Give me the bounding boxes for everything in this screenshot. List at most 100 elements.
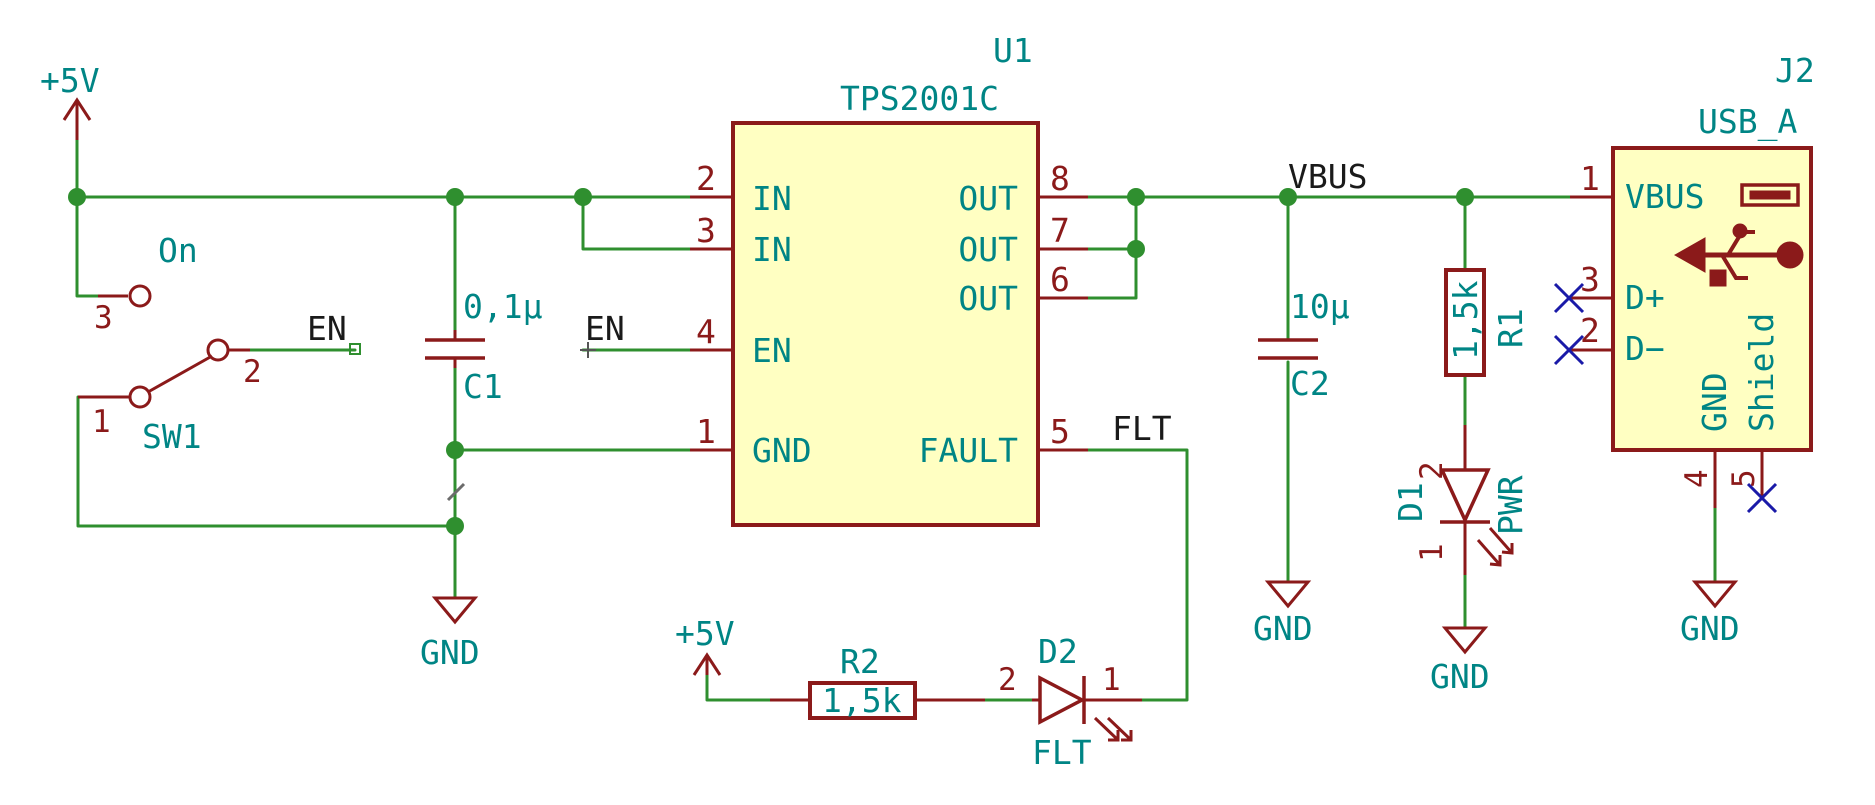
pin-number: 2 — [998, 662, 1017, 698]
wire-sw1-pin3 — [75, 195, 100, 298]
gnd-symbol-c2: GND — [1253, 580, 1313, 648]
pin-name: GND — [752, 431, 812, 470]
value-label: 10µ — [1290, 287, 1350, 326]
value-label: 0,1µ — [463, 287, 543, 326]
junction-dot — [446, 517, 464, 535]
no-connect-shield — [1746, 482, 1778, 514]
ref-label: D2 — [1038, 632, 1078, 671]
usb-port-icon — [1740, 183, 1800, 207]
value-label: PWR — [1491, 475, 1530, 535]
gnd-symbol-j2: GND — [1680, 580, 1740, 648]
usb-port-tongue — [1749, 190, 1791, 200]
ref-label: U1 — [993, 31, 1033, 70]
net-label-vbus: VBUS — [1288, 157, 1367, 196]
pin-name: Shield — [1742, 313, 1781, 432]
value-label: 1,5k — [1446, 280, 1485, 360]
pin-number: 2 — [696, 159, 716, 198]
pin-number: 1 — [696, 412, 716, 451]
value-label: FLT — [1032, 733, 1092, 772]
pin-number: 2 — [243, 354, 262, 390]
ref-label: R2 — [840, 642, 880, 681]
wire-sw1-pin1 — [76, 395, 457, 528]
junction-dot — [1127, 240, 1145, 258]
diode-triangle — [1439, 468, 1491, 525]
junction-dot — [446, 441, 464, 459]
resistor-r1: 1,5k R1 — [1444, 268, 1530, 377]
pin-number: 2 — [1580, 311, 1600, 350]
power-5v-left: +5V — [40, 61, 100, 140]
pin-number: 3 — [696, 211, 716, 250]
ref-label: SW1 — [142, 417, 202, 456]
pin-name: IN — [752, 230, 792, 269]
switch-contact-common — [128, 385, 152, 409]
wire-r2-left — [705, 658, 772, 702]
pin-name: VBUS — [1625, 177, 1704, 216]
no-connect-d-minus — [1553, 334, 1585, 366]
gnd-symbol-d1: GND — [1430, 626, 1490, 696]
wire-out6 — [1086, 247, 1138, 300]
pin-number: 7 — [1050, 211, 1070, 250]
junction-dot — [574, 188, 592, 206]
capacitor-c1: 0,1µ C1 — [425, 287, 543, 406]
wire-bus-mark — [446, 482, 466, 502]
gnd-symbol-c1: GND — [420, 596, 480, 672]
value-label: USB_A — [1698, 102, 1797, 142]
pin-number: 1 — [1102, 662, 1121, 698]
junction-dot — [1127, 188, 1145, 206]
resistor-body — [1444, 268, 1486, 377]
pin-name: D+ — [1625, 278, 1665, 317]
junction-dot — [68, 188, 86, 206]
pin-name: EN — [752, 331, 792, 370]
power-label: +5V — [675, 614, 735, 653]
pin-name: FAULT — [919, 431, 1018, 470]
pin-name: OUT — [958, 230, 1018, 269]
wire-out7 — [1086, 195, 1138, 251]
junctions — [68, 188, 1474, 535]
junction-dot — [1279, 188, 1297, 206]
pin-name: OUT — [958, 179, 1018, 218]
ref-label: J2 — [1775, 51, 1815, 90]
pin-number: 2 — [1414, 461, 1450, 480]
capacitor-c2: 10µ C2 — [1258, 287, 1350, 403]
junction-dot — [446, 188, 464, 206]
pin-number: 1 — [92, 404, 111, 440]
net-label-en: EN — [307, 309, 347, 348]
net-anchor — [349, 343, 361, 355]
value-label: TPS2001C — [840, 79, 999, 118]
pin-name: GND — [1695, 372, 1734, 432]
pin-number: 5 — [1726, 469, 1762, 488]
usb-logo-icon — [1673, 223, 1804, 287]
value-label: 1,5k — [822, 681, 902, 720]
wire-in-pin3 — [581, 195, 692, 251]
ref-label: R1 — [1491, 308, 1530, 348]
pin-number: 3 — [1580, 260, 1600, 299]
power-label: +5V — [40, 61, 100, 100]
pin-number: 3 — [94, 300, 113, 336]
resistor-r2: 1,5k R2 — [770, 642, 985, 720]
junction-dot — [1456, 188, 1474, 206]
switch-lever — [147, 354, 213, 394]
pin-number: 4 — [696, 312, 716, 351]
gnd-label: GND — [420, 633, 480, 672]
ic-u1: U1 TPS2001C 2 3 4 1 IN IN EN GND 8 7 6 5… — [690, 31, 1088, 527]
gnd-label: GND — [1680, 609, 1740, 648]
pin-number: 5 — [1050, 412, 1070, 451]
power-5v-bottom: +5V — [675, 614, 735, 676]
no-connect-d-plus — [1553, 282, 1585, 314]
ic-body — [731, 121, 1040, 527]
ref-label: C1 — [463, 367, 503, 406]
ref-label: D1 — [1391, 482, 1430, 522]
pin-name: OUT — [958, 279, 1018, 318]
pin-number: 1 — [1580, 159, 1600, 198]
diode-triangle — [1038, 675, 1086, 725]
connector-j2: J2 USB_A 1 3 2 4 5 VBUS D+ D− GND Shield — [1570, 51, 1815, 508]
pin-number: 1 — [1414, 543, 1450, 562]
gnd-label: GND — [1253, 609, 1313, 648]
switch-sw1: On 3 2 1 SW1 — [78, 231, 262, 456]
pin-number: 4 — [1679, 469, 1715, 488]
gnd-label: GND — [1430, 657, 1490, 696]
switch-contact-on — [128, 284, 152, 308]
pin-name: IN — [752, 179, 792, 218]
ref-label: C2 — [1290, 364, 1330, 403]
